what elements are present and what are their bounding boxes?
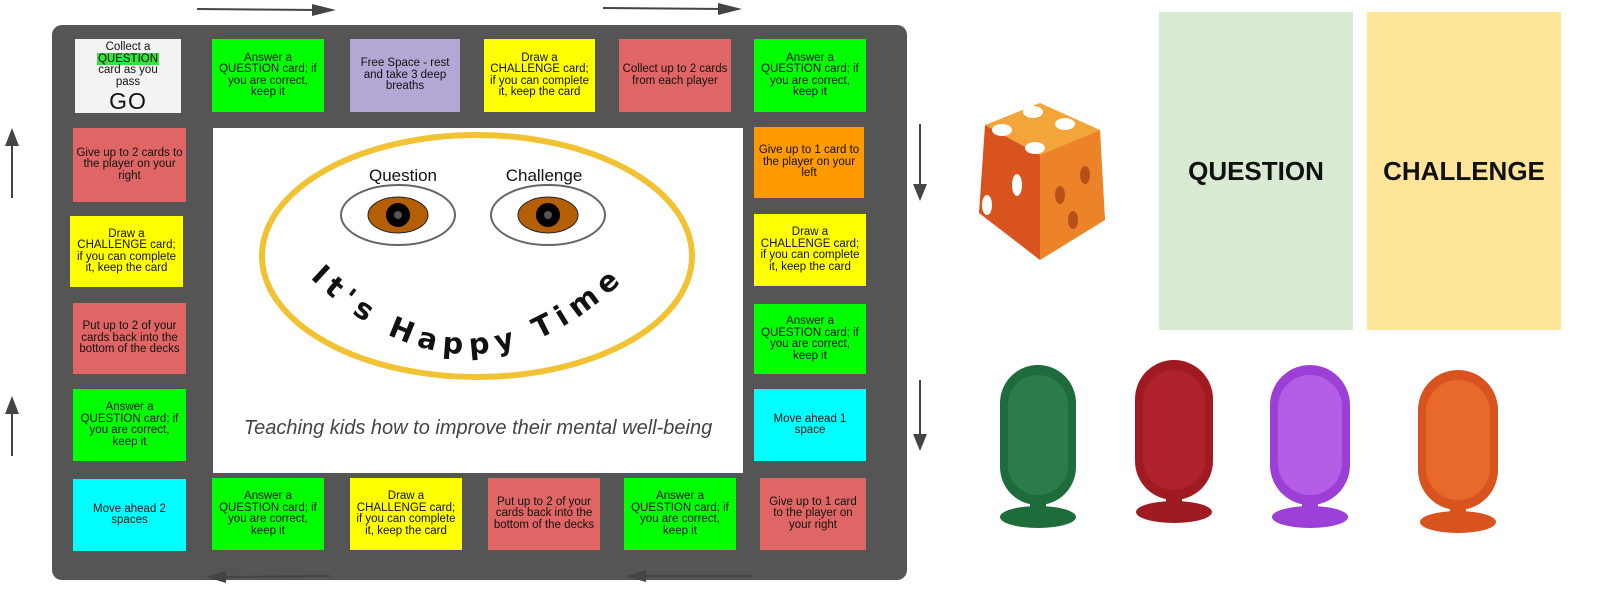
red-pawn-icon[interactable] — [1135, 360, 1213, 523]
board-square[interactable]: Put up to 2 of your cards back into the … — [73, 303, 186, 374]
arrow-right-icon — [602, 3, 742, 15]
arrow-down-icon — [913, 380, 927, 451]
square-text: Draw a CHALLENGE card; if you can comple… — [76, 227, 177, 274]
board-square[interactable]: Answer a QUESTION card; if you are corre… — [212, 39, 324, 112]
square-text: Answer a QUESTION card; if you are corre… — [219, 490, 317, 537]
tagline: Teaching kids how to improve their menta… — [243, 417, 713, 439]
square-text: Move ahead 2 spaces — [93, 502, 166, 526]
go-word: GO — [109, 88, 147, 114]
board-square[interactable]: Free Space - rest and take 3 deep breath… — [350, 39, 460, 112]
go-highlight-text: QUESTION — [96, 52, 160, 65]
square-text: Draw a CHALLENGE card; if you can comple… — [356, 490, 456, 537]
board-square[interactable]: Draw a CHALLENGE card; if you can comple… — [484, 39, 595, 112]
board-square[interactable]: Move ahead 2 spaces — [73, 479, 186, 551]
board-square[interactable]: Move ahead 1 space — [754, 389, 866, 461]
square-text: Answer a QUESTION card; if you are corre… — [761, 51, 859, 98]
square-text: Answer a QUESTION card; if you are corre… — [80, 401, 179, 448]
arrow-left-icon — [626, 570, 752, 582]
square-text: Put up to 2 of your cards back into the … — [79, 320, 180, 356]
green-pawn-icon[interactable] — [1000, 365, 1076, 528]
go-line1: Collect a — [105, 41, 151, 53]
board-square[interactable]: Give up to 1 card to the player on your … — [760, 478, 866, 550]
square-text: Give up to 1 card to the player on your … — [769, 495, 857, 531]
question-deck-label: QUESTION — [1188, 155, 1324, 186]
arrow-right-icon — [196, 4, 336, 16]
arrow-up-icon — [5, 396, 19, 456]
go-line2: card as you — [98, 64, 158, 76]
board-square[interactable]: Put up to 2 of your cards back into the … — [488, 478, 600, 550]
arrow-down-icon — [913, 124, 927, 201]
square-text: Give up to 1 card to the player on your … — [758, 144, 860, 180]
challenge-eye-label: Challenge — [506, 166, 583, 185]
question-deck[interactable]: QUESTION — [1159, 12, 1353, 330]
arrow-left-icon — [206, 571, 331, 583]
purple-pawn-icon[interactable] — [1270, 365, 1350, 528]
pawns — [1000, 360, 1498, 533]
board-square[interactable]: Collect up to 2 cards from each player — [619, 39, 731, 112]
square-text: Draw a CHALLENGE card; if you can comple… — [760, 226, 860, 273]
board-square[interactable]: Answer a QUESTION card; if you are corre… — [212, 478, 324, 550]
board-square[interactable]: Answer a QUESTION card; if you are corre… — [754, 39, 866, 112]
challenge-deck-label: CHALLENGE — [1383, 155, 1545, 186]
question-eye-label: Question — [369, 166, 437, 185]
go-highlight: QUESTION — [96, 52, 160, 66]
square-text: Give up to 2 cards to the player on your… — [76, 146, 183, 182]
square-text: Draw a CHALLENGE card; if you can comple… — [489, 51, 590, 98]
challenge-deck[interactable]: CHALLENGE — [1367, 12, 1561, 330]
board-square[interactable]: Give up to 2 cards to the player on your… — [73, 128, 186, 202]
smiley-face: Question Challenge It's Happy Time — [5, 3, 927, 583]
board-square[interactable]: Give up to 1 card to the player on your … — [754, 127, 864, 198]
arrow-up-icon — [5, 128, 19, 198]
square-text: Free Space - rest and take 3 deep breath… — [360, 57, 450, 93]
square-text: Put up to 2 of your cards back into the … — [493, 495, 595, 531]
board-square[interactable]: Answer a QUESTION card; if you are corre… — [624, 478, 736, 550]
board-square[interactable]: Answer a QUESTION card; if you are corre… — [754, 304, 866, 374]
board-square[interactable]: Draw a CHALLENGE card; if you can comple… — [350, 478, 462, 550]
square-text: Answer a QUESTION card; if you are corre… — [219, 51, 317, 98]
dice-icon[interactable] — [965, 95, 1135, 270]
go-square[interactable]: Collect a QUESTION card as you pass GO — [75, 39, 181, 113]
smile-ring — [259, 132, 695, 380]
square-text: Move ahead 1 space — [773, 412, 847, 436]
go-line3: pass — [115, 75, 141, 88]
square-text: Collect up to 2 cards from each player — [622, 63, 728, 87]
right-eye-icon — [490, 184, 606, 246]
square-text: Answer a QUESTION card; if you are corre… — [761, 315, 859, 362]
smile-text: It's Happy Time — [305, 258, 631, 362]
orange-pawn-icon[interactable] — [1418, 370, 1498, 533]
left-eye-icon — [340, 184, 456, 246]
square-text: Answer a QUESTION card; if you are corre… — [631, 490, 729, 537]
board-square[interactable]: Answer a QUESTION card; if you are corre… — [73, 389, 186, 461]
board-square[interactable]: Draw a CHALLENGE card; if you can comple… — [70, 216, 183, 287]
board-square[interactable]: Draw a CHALLENGE card; if you can comple… — [754, 214, 866, 286]
